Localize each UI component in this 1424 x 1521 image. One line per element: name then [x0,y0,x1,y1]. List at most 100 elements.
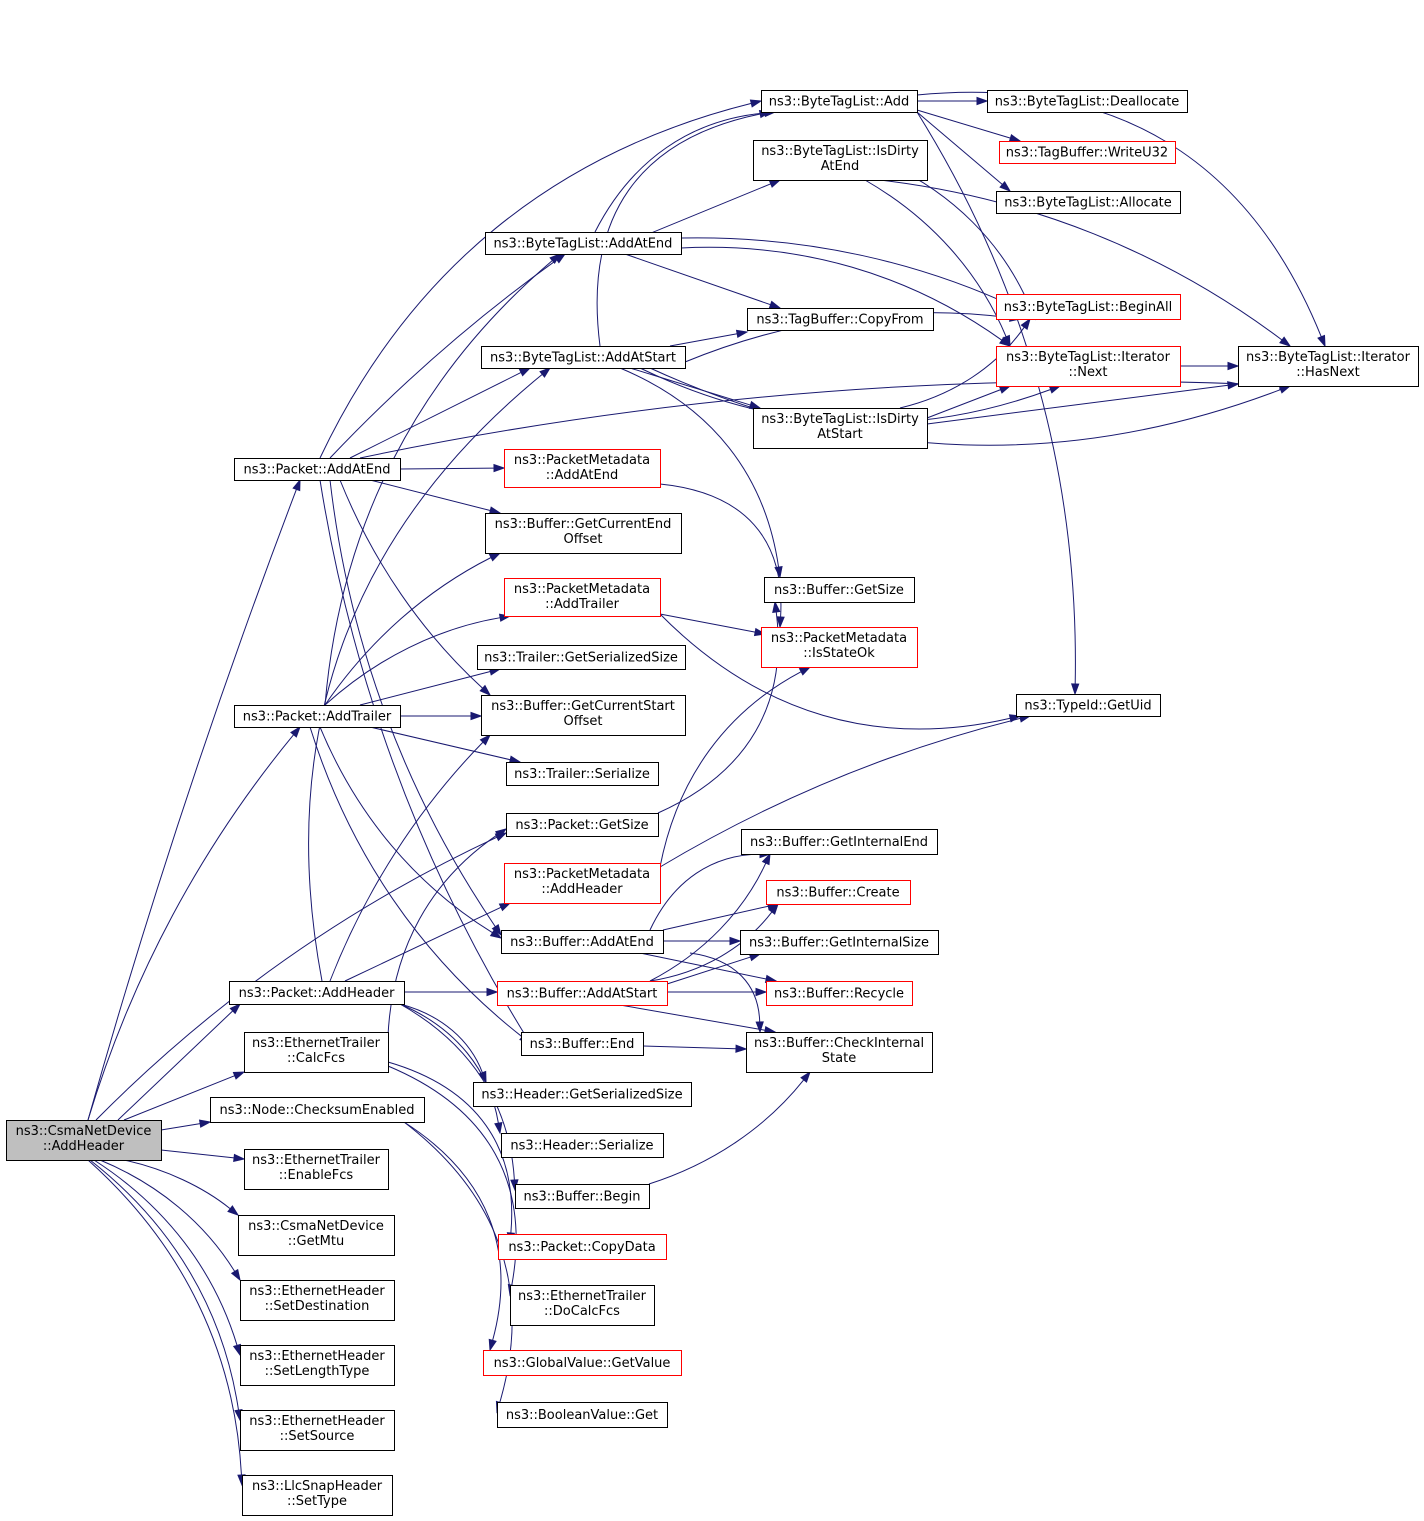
graph-node-n1[interactable]: ns3::Packet::AddAtEnd [234,458,401,481]
graph-node-n22[interactable]: ns3::TypeId::GetUid [1016,694,1161,717]
edge-n28-n35 [689,952,764,1034]
edge-line [624,253,771,306]
graph-node-n10[interactable]: ns3::ByteTagList::AddAtStart [481,346,686,369]
edge-arrowhead [768,902,779,915]
edge-arrowhead [518,367,532,377]
node-label-line: ::SetType [287,1494,347,1509]
graph-node-n40[interactable]: ns3::Buffer::Begin [515,1184,650,1209]
graph-node-n18[interactable]: ns3::PacketMetadata::IsStateOk [761,627,918,668]
edge-arrowhead [292,478,301,492]
edge-n1-n3 [319,99,763,459]
graph-node-n34[interactable]: ns3::Buffer::End [521,1032,644,1056]
graph-node-n27[interactable]: ns3::Buffer::Create [766,880,911,905]
edge-n11-n12 [1180,361,1240,371]
graph-node-n46[interactable]: ns3::GlobalValue::GetValue [483,1350,682,1376]
edge-n0-n45 [93,1159,241,1357]
edge-line [87,734,295,1121]
graph-node-n19[interactable]: ns3::Trailer::GetSerializedSize [477,645,686,670]
graph-node-n20[interactable]: ns3::Packet::AddTrailer [234,705,401,728]
edge-line [649,367,1281,446]
node-label: ns3::Buffer::GetSize [774,583,904,598]
graph-node-n23[interactable]: ns3::Trailer::Serialize [506,762,659,786]
graph-node-n30[interactable]: ns3::Packet::AddHeader [229,981,405,1005]
node-box [753,140,928,181]
graph-node-n45[interactable]: ns3::EthernetHeader::SetLengthType [240,1345,395,1386]
graph-node-n41[interactable]: ns3::CsmaNetDevice::GetMtu [238,1215,395,1256]
graph-node-n16[interactable]: ns3::Buffer::GetSize [764,577,915,603]
graph-node-n12[interactable]: ns3::ByteTagList::Iterator::HasNext [1238,346,1419,387]
node-label-line: ::SetDestination [265,1299,370,1314]
node-label-line: ::EnableFcs [279,1168,354,1183]
graph-node-n31[interactable]: ns3::Buffer::AddAtStart [497,981,668,1006]
node-label-line: AtEnd [821,159,859,174]
graph-node-n33[interactable]: ns3::EthernetTrailer::CalcFcs [244,1032,389,1073]
graph-node-n42[interactable]: ns3::Packet::CopyData [498,1234,667,1260]
graph-node-n37[interactable]: ns3::Node::ChecksumEnabled [210,1097,425,1123]
graph-node-n2[interactable]: ns3::ByteTagList::AddAtEnd [485,232,682,255]
node-label-line: ns3::PacketMetadata [514,867,650,882]
graph-node-n5[interactable]: ns3::TagBuffer::WriteU32 [999,141,1176,164]
node-label-line: ::HasNext [1296,365,1360,380]
node-box [504,863,661,904]
edge-line [329,479,496,928]
node-label-line: ns3::ByteTagList::Iterator [1246,350,1411,365]
graph-node-n39[interactable]: ns3::EthernetTrailer::EnableFcs [244,1149,389,1190]
node-label: ns3::Buffer::GetInternalSize [749,936,929,951]
edge-n20-n19 [359,667,502,706]
edge-arrowhead [488,1338,497,1352]
graph-node-n47[interactable]: ns3::BooleanValue::Get [497,1402,668,1428]
graph-node-n36[interactable]: ns3::Header::GetSerializedSize [473,1082,692,1107]
edge-arrowhead [1020,317,1031,331]
node-box [240,1280,395,1321]
node-label-line: ns3::Buffer::GetCurrentEnd [495,517,672,532]
edge-n13-n12 [926,381,1240,425]
node-box [238,1215,395,1256]
graph-node-n43[interactable]: ns3::EthernetHeader::SetDestination [240,1280,395,1321]
node-label-line: ns3::PacketMetadata [514,453,650,468]
edge-arrowhead [772,600,781,613]
node-box [996,191,1181,214]
edge-n30-n10 [308,367,552,982]
edge-line [689,952,761,1023]
edge-n20-n21 [400,711,483,721]
graph-node-n0[interactable]: ns3::CsmaNetDevice::AddHeader [6,1120,162,1161]
node-label-line: ns3::Buffer::CheckInternal [754,1036,924,1051]
graph-node-n48[interactable]: ns3::EthernetHeader::SetSource [240,1410,395,1451]
node-box [234,458,401,481]
graph-node-n8[interactable]: ns3::ByteTagList::BeginAll [996,294,1181,320]
graph-node-n24[interactable]: ns3::Packet::GetSize [506,813,659,837]
edge-line [680,246,1003,341]
edge-n10-n9 [669,329,749,347]
graph-node-n44[interactable]: ns3::EthernetTrailer::DoCalcFcs [510,1285,655,1326]
graph-node-n3[interactable]: ns3::ByteTagList::Add [761,90,918,113]
edge-line [308,373,543,982]
graph-node-n25[interactable]: ns3::Buffer::GetInternalEnd [741,829,938,855]
graph-node-n14[interactable]: ns3::PacketMetadata::AddAtEnd [504,449,661,488]
edge-n14-n18 [659,483,785,629]
graph-node-n26[interactable]: ns3::PacketMetadata::AddHeader [504,863,661,904]
graph-node-n28[interactable]: ns3::Buffer::AddAtEnd [501,930,664,954]
graph-node-n29[interactable]: ns3::Buffer::GetInternalSize [740,930,939,955]
graph-node-n32[interactable]: ns3::Buffer::Recycle [766,981,913,1006]
node-box [473,1082,692,1107]
graph-node-n6[interactable]: ns3::ByteTagList::Allocate [996,191,1181,214]
node-label-line: ::AddHeader [541,882,623,897]
graph-node-n49[interactable]: ns3::LlcSnapHeader::SetType [242,1475,393,1516]
graph-node-n4[interactable]: ns3::ByteTagList::Deallocate [987,90,1188,113]
graph-node-n9[interactable]: ns3::TagBuffer::CopyFrom [747,308,934,331]
node-box [741,829,938,855]
edge-n0-n37 [160,1119,212,1131]
edge-arrowhead [479,684,492,697]
graph-node-n38[interactable]: ns3::Header::Serialize [501,1133,664,1158]
edge-line [117,1010,234,1121]
graph-node-n11[interactable]: ns3::ByteTagList::Iterator::Next [996,346,1181,387]
edge-n2-n8 [680,237,1042,320]
edge-n31-n29 [666,953,762,985]
edge-line [926,384,1229,425]
graph-node-n17[interactable]: ns3::PacketMetadata::AddTrailer [504,578,661,617]
